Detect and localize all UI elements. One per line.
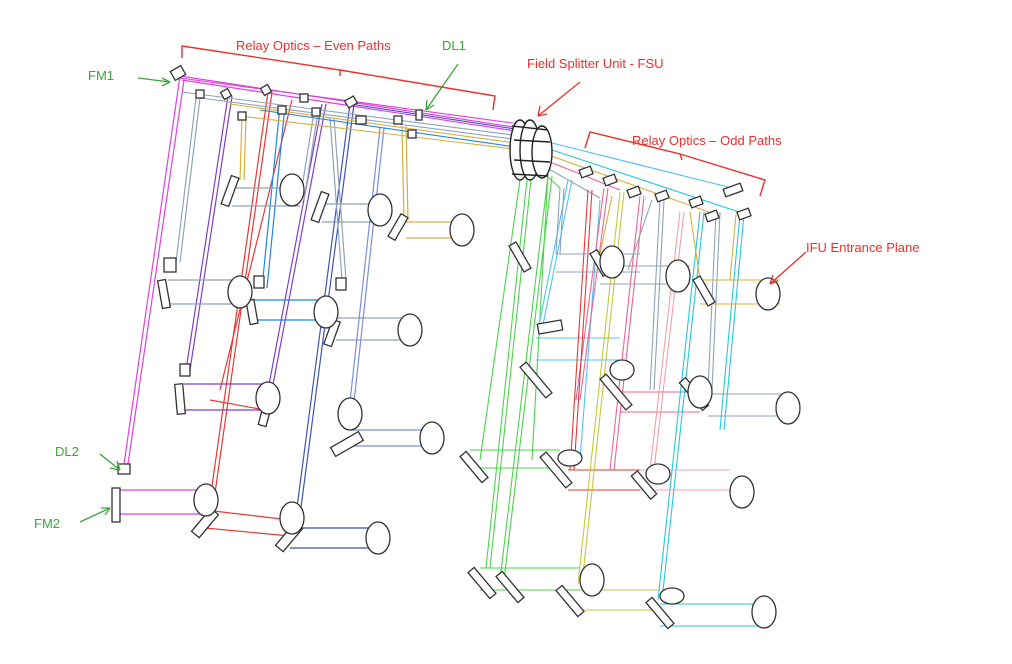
beam-green bbox=[479, 169, 553, 581]
beam-gold-odd bbox=[599, 195, 780, 305]
annotation-labels: Relay Optics – Even Paths DL1 Field Spli… bbox=[34, 38, 919, 531]
beam-red-odd bbox=[568, 189, 652, 491]
label-fm1: FM1 bbox=[88, 68, 114, 83]
even-top-bundle bbox=[179, 77, 523, 151]
beam-gold bbox=[239, 115, 460, 239]
beam-magenta bbox=[118, 75, 523, 515]
mirror-fm1 bbox=[169, 64, 187, 82]
label-ifu: IFU Entrance Plane bbox=[806, 240, 919, 255]
beam-pink bbox=[575, 187, 700, 471]
arrow-dl2 bbox=[99, 453, 121, 471]
fsu-block bbox=[509, 119, 553, 181]
label-fm2: FM2 bbox=[34, 516, 60, 531]
beam-green-h bbox=[470, 449, 580, 591]
beam-lightblue-odd bbox=[536, 179, 620, 461]
label-relay-odd: Relay Optics – Odd Paths bbox=[632, 133, 782, 148]
mirror-fm2 bbox=[111, 487, 121, 523]
beam-blue-3 bbox=[347, 127, 430, 447]
label-relay-even: Relay Optics – Even Paths bbox=[236, 38, 391, 53]
bracket-relay-even bbox=[181, 45, 496, 111]
arrow-dl1 bbox=[425, 63, 459, 111]
beam-purple-2 bbox=[267, 103, 327, 391]
label-dl2: DL2 bbox=[55, 444, 79, 459]
arrow-fsu bbox=[537, 81, 581, 117]
odd-paths-beams bbox=[470, 169, 790, 627]
label-dl1: DL1 bbox=[442, 38, 466, 53]
odd-top-bundle bbox=[539, 139, 746, 217]
arrow-ifu bbox=[769, 251, 807, 285]
bracket-relay-odd bbox=[584, 131, 766, 197]
arrow-fm1 bbox=[137, 77, 171, 83]
beam-yellow-odd bbox=[577, 191, 660, 611]
beam-cyan bbox=[657, 211, 760, 627]
mirror-dl1 bbox=[415, 109, 423, 121]
label-fsu: Field Splitter Unit - FSU bbox=[527, 56, 664, 71]
optical-elements bbox=[111, 64, 752, 630]
arrow-fm2 bbox=[79, 507, 111, 523]
beam-lightblue-2 bbox=[175, 97, 201, 263]
beam-lightblue bbox=[252, 105, 330, 321]
beam-purple bbox=[184, 95, 270, 411]
beam-pink-2 bbox=[640, 211, 730, 491]
beam-lightblue-3 bbox=[299, 111, 412, 341]
ifu-circles bbox=[193, 173, 801, 629]
beam-red-2 bbox=[209, 99, 293, 411]
annotation-brackets bbox=[181, 45, 766, 197]
beam-grey-1 bbox=[168, 187, 380, 305]
annotation-arrows bbox=[79, 63, 807, 523]
